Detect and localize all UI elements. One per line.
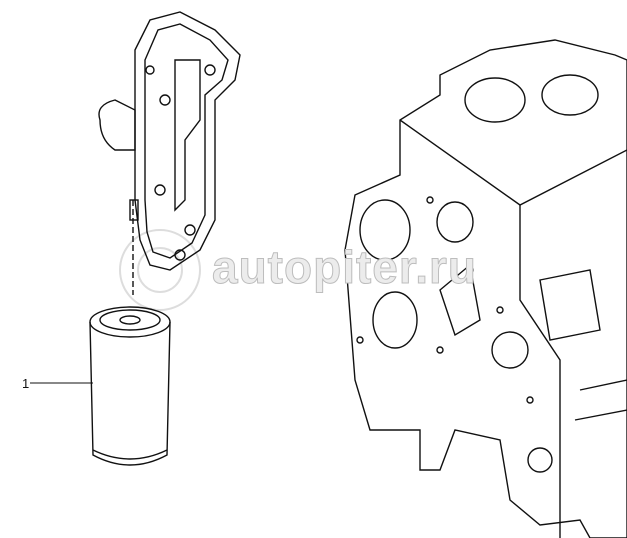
oil-filter-head-bracket	[98, 11, 241, 295]
engine-block	[344, 39, 627, 538]
callout-label-1: 1	[22, 376, 30, 391]
watermark-logo	[119, 229, 201, 311]
watermark-text: autopiter.ru	[211, 241, 478, 294]
oil-filter	[30, 306, 171, 466]
